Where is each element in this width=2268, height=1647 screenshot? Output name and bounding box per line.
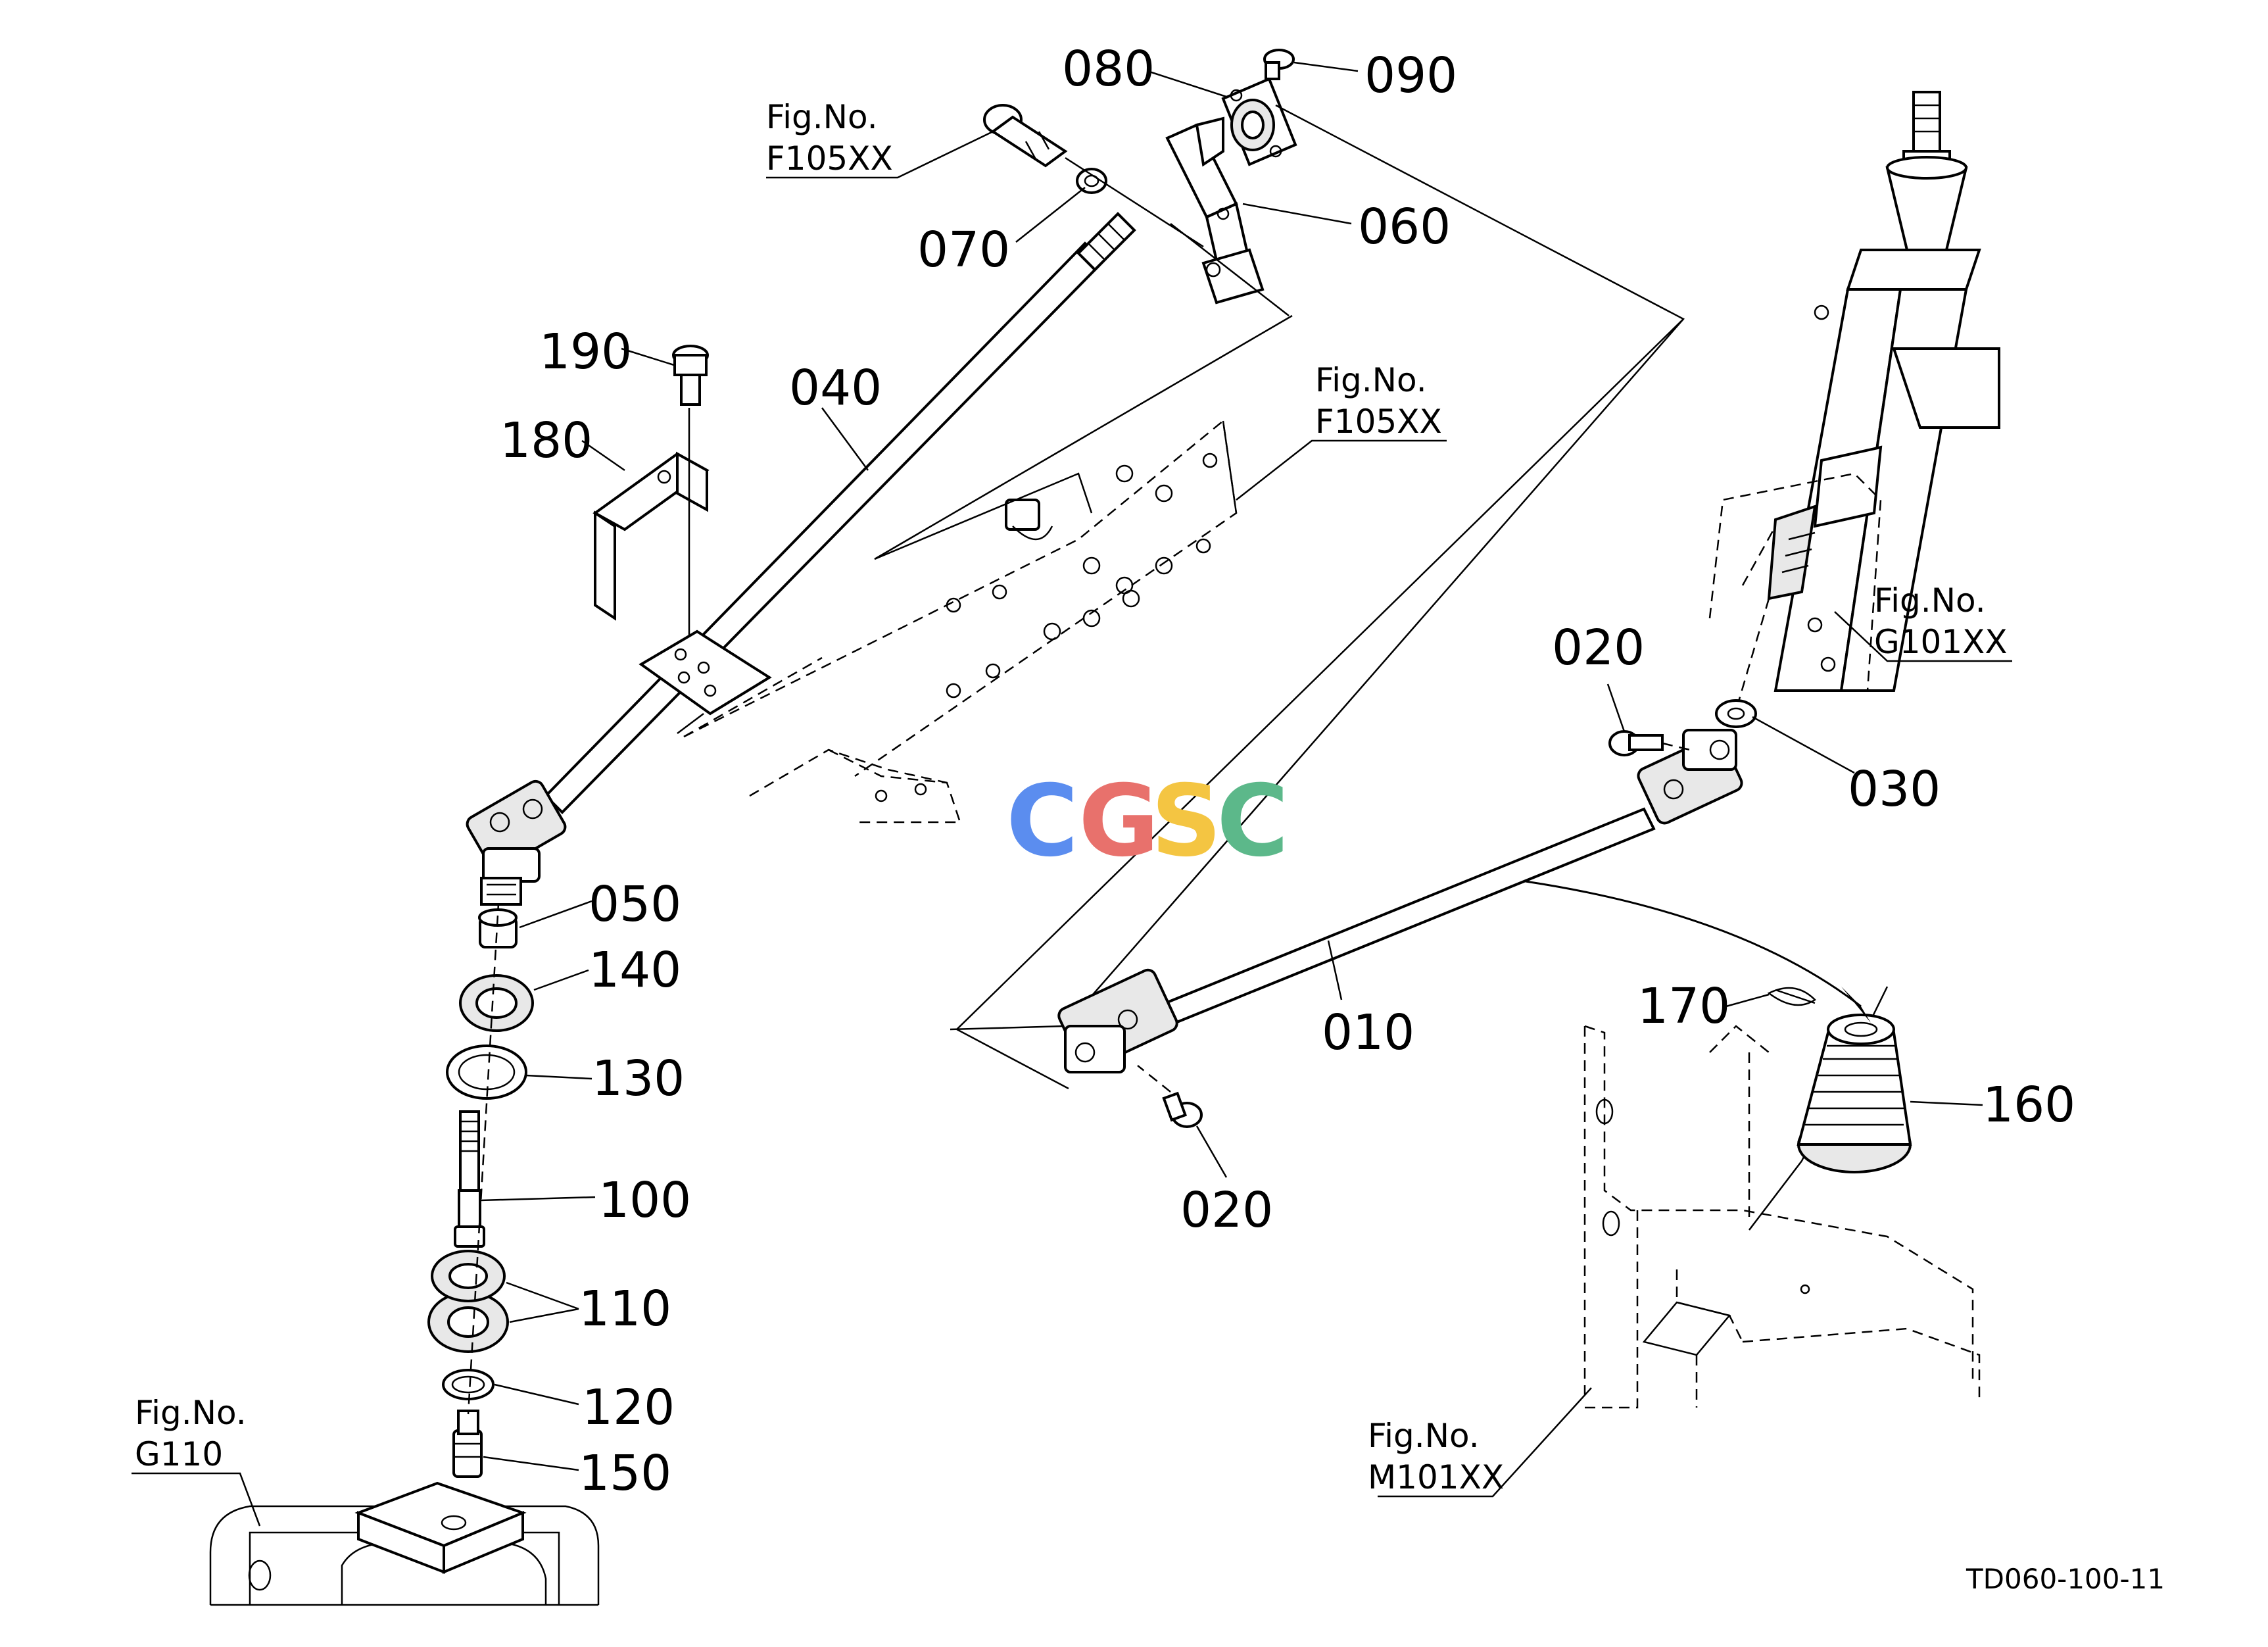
part-100-shaft	[454, 1110, 485, 1248]
part-120-circlip	[442, 1369, 495, 1400]
label-130: 130	[592, 1050, 685, 1107]
ref-m101-line1: Fig.No.	[1368, 1417, 1480, 1455]
mounting-plate	[639, 629, 772, 734]
part-170-clip	[1767, 987, 1816, 1006]
drawing-code: TD060-100-11	[1966, 1563, 2165, 1595]
logo-letter-c1: C	[1006, 764, 1078, 879]
label-160: 160	[1983, 1077, 2075, 1133]
label-080: 080	[1062, 41, 1155, 97]
figure-references: Fig.No. F105XX Fig.No. F105XX Fig.No. G1…	[135, 98, 2008, 1496]
part-050-collar	[478, 908, 518, 948]
lower-assembly-frame	[955, 318, 1684, 1090]
steering-column	[1708, 91, 2000, 711]
label-170: 170	[1637, 978, 1730, 1035]
part-080-flange-bearing	[1221, 77, 1297, 166]
logo-letter-s: S	[1151, 764, 1222, 879]
label-020-lower: 020	[1180, 1182, 1273, 1239]
upper-universal-joint-010	[1637, 729, 1743, 825]
part-090-bolt	[1263, 49, 1295, 80]
leader-lines	[132, 61, 2012, 1527]
upper-universal-joint	[466, 779, 567, 906]
part-labels: 080 090 070 060 190 040 180 020 030 050 …	[500, 41, 2075, 1502]
ref-g101-line1: Fig.No.	[1874, 581, 1986, 620]
ref-m101-line2: M101XX	[1368, 1458, 1504, 1496]
ref-f105-mid-line1: Fig.No.	[1315, 361, 1427, 399]
ref-f105-top-line1: Fig.No.	[766, 98, 878, 136]
ref-f105-top-line2: F105XX	[766, 139, 893, 178]
label-180: 180	[500, 412, 592, 469]
part-020-bolt-upper	[1608, 730, 1691, 756]
part-060-bracket	[1165, 116, 1265, 305]
part-020-bolt-lower	[1137, 1065, 1203, 1128]
label-100: 100	[598, 1172, 691, 1229]
part-180-bracket	[592, 451, 710, 621]
bolt-f105	[983, 104, 1068, 168]
label-030: 030	[1848, 761, 1941, 818]
label-110: 110	[579, 1281, 671, 1337]
label-070: 070	[917, 222, 1010, 278]
part-190-bolt	[672, 345, 709, 638]
part-150-pinion	[452, 1410, 483, 1478]
lower-universal-joint-010	[1057, 968, 1178, 1073]
gearbox-housing	[209, 1481, 600, 1606]
assembly-arrow	[1525, 880, 1862, 1008]
label-120: 120	[582, 1379, 675, 1436]
label-020-upper: 020	[1552, 620, 1645, 676]
part-010-intermediate-shaft	[1057, 729, 1743, 1073]
ref-g110-line2: G110	[135, 1435, 223, 1473]
arrow-head	[1841, 987, 1871, 1023]
dashboard-panel	[683, 419, 1238, 823]
part-140-washer	[459, 974, 534, 1032]
label-190: 190	[539, 324, 632, 380]
label-010: 010	[1322, 1004, 1414, 1061]
ref-g110-line1: Fig.No.	[135, 1394, 247, 1432]
part-160-boot	[1797, 1014, 1912, 1173]
logo-letter-g: G	[1078, 764, 1159, 879]
label-150: 150	[579, 1445, 671, 1502]
label-140: 140	[589, 942, 681, 998]
ref-f105-mid-line2: F105XX	[1315, 403, 1442, 441]
watermark-logo: C G S C	[1006, 764, 1289, 879]
part-130-snap-ring	[446, 1045, 527, 1100]
part-030-washer	[1715, 699, 1757, 728]
chassis-frame	[1583, 986, 1981, 1409]
label-040: 040	[789, 360, 882, 416]
label-060: 060	[1358, 199, 1451, 255]
logo-letter-c2: C	[1217, 764, 1289, 879]
label-050: 050	[589, 876, 681, 933]
part-110-bearings	[427, 1250, 509, 1353]
label-090: 090	[1364, 47, 1457, 104]
assembly-callout-frame	[874, 314, 1293, 560]
lower-shaft-stack	[427, 881, 534, 1478]
ref-g101-line2: G101XX	[1874, 623, 2008, 661]
